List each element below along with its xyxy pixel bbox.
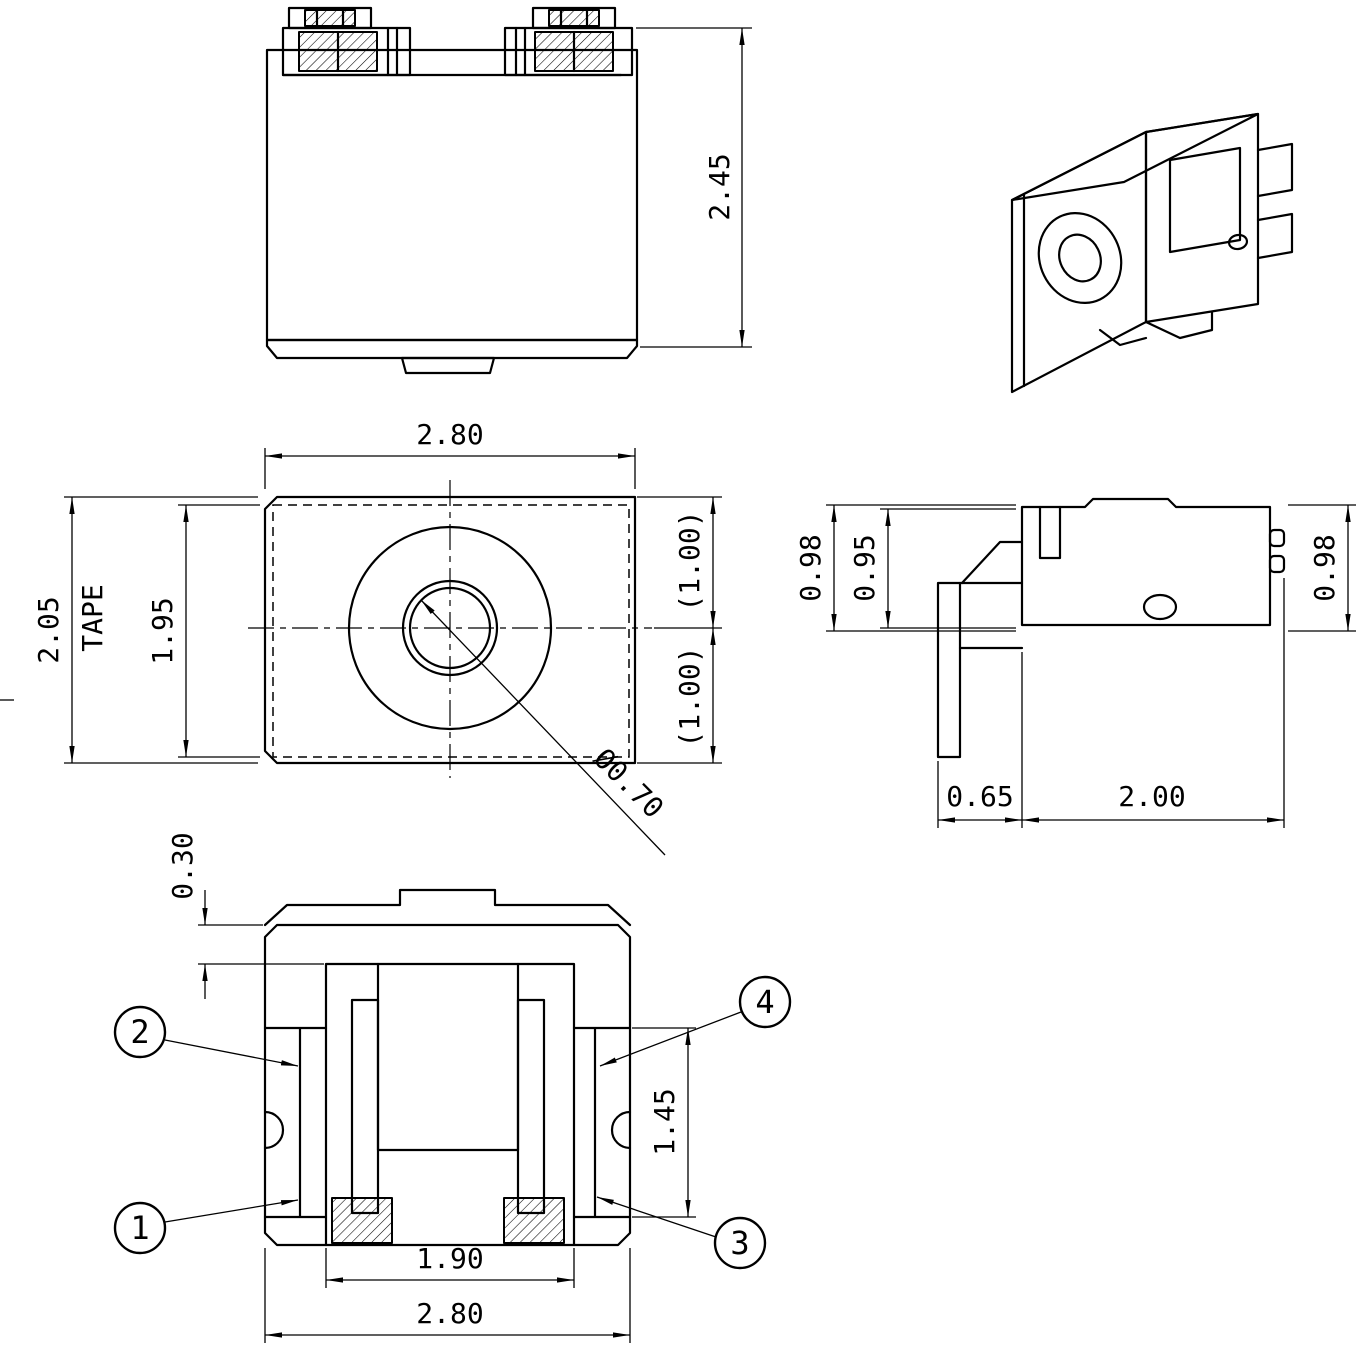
side-flange [958,581,1024,650]
callout-2-number: 2 [130,1013,149,1051]
side-right-clip-lower [1268,554,1286,574]
dim-side-depth: 2.00 [1022,578,1285,828]
side-height-inner-value: 0.95 [848,534,881,601]
bottom-cavity [324,962,576,1247]
front-base-plate [265,338,639,360]
iso-side-dimple [1227,233,1249,251]
bottom-terminal-pad-left [331,1197,393,1244]
front-right-tab [503,6,634,77]
iso-bottom-hook-left [1098,328,1148,347]
view-front: 2.45 [265,6,752,375]
plan-upper-half-value: (1.00) [673,510,706,611]
iso-side-panel [1168,146,1242,254]
bottom-width-value: 2.80 [416,1297,483,1330]
view-side: 0.98 0.95 0.98 0.65 2.00 [794,497,1356,828]
dim-front-height: 2.45 [636,27,752,348]
iso-top-face [1010,112,1260,202]
iso-front-boss [1037,211,1123,305]
side-clip-slant [960,540,1024,585]
side-tape-offset-value: 0.65 [946,780,1013,813]
iso-front-hole [1058,233,1102,283]
side-tape [936,581,962,759]
bottom-notch-left [263,1110,285,1150]
callout-4: 4 [599,975,792,1067]
bottom-flange [263,888,632,927]
side-depth-value: 2.00 [1118,780,1185,813]
iso-back-clip-upper [1256,142,1294,198]
dim-side-tape-offset: 0.65 [937,652,1023,828]
callout-1-number: 1 [130,1209,149,1247]
bottom-outline [263,923,632,1247]
plan-width-value: 2.80 [416,418,483,451]
side-body-outline [1020,497,1272,627]
view-plan: 2.80 2.05 TAPE 1.95 (1.00) (1.00) Ø0.70 [32,418,722,856]
dim-plan-width: 2.80 [264,418,636,489]
dim-side-height-inner: 0.95 [848,508,1016,629]
dim-side-height-right: 0.98 [1288,504,1356,632]
dim-bottom-width: 2.80 [264,1248,631,1343]
front-body-outline [265,48,639,342]
callout-2: 2 [113,1005,299,1067]
front-stem [400,356,496,375]
bottom-wall-value: 0.30 [166,832,199,899]
dim-bottom-inner-width: 1.90 [325,1242,575,1288]
iso-back-clip-lower [1256,212,1294,260]
dim-plan-half-widths: (1.00) (1.00) [637,496,722,764]
dim-bottom-wall: 0.30 [166,832,324,999]
side-height-left-value: 0.98 [794,534,827,601]
bottom-window-right [572,1026,632,1219]
view-isometric [1010,112,1294,394]
iso-side-face [1144,112,1260,324]
tape-label: TAPE [76,584,109,651]
side-height-right-value: 0.98 [1308,534,1341,601]
plan-pocket-hidden-line [272,504,630,758]
plan-tape-width-value: 2.05 [32,596,65,663]
plan-body-width-value: 1.95 [146,597,179,664]
bottom-slot-left [350,998,380,1215]
bottom-inner-width-value: 1.90 [416,1242,483,1275]
callout-3-number: 3 [730,1224,749,1262]
dim-bottom-contact-span: 1.45 [632,1027,696,1218]
dim-side-height-left: 0.98 [794,504,1016,632]
bottom-terminal-pad-right [503,1197,565,1244]
bottom-window-left [263,1026,328,1219]
bottom-contact-span-value: 1.45 [648,1088,681,1155]
view-bottom: 2 1 4 3 0.30 1.45 [113,832,792,1343]
side-bottom-hole [1142,593,1178,621]
callout-1: 1 [113,1199,299,1255]
front-left-tab [281,6,412,77]
dim-plan-body-width: 1.95 [146,504,260,758]
iso-bottom-hook-right [1144,310,1214,340]
bottom-slot-right [516,998,546,1215]
dim-hole-diameter: Ø0.70 [420,599,670,856]
iso-front-face [1010,130,1148,394]
side-right-clip-upper [1268,528,1286,548]
callout-3: 3 [596,1196,767,1270]
plan-tape-outline [263,495,637,765]
plan-centerlines [248,480,652,778]
side-clip-slot [1038,505,1062,560]
bottom-notch-right [610,1110,632,1150]
bottom-center-block [376,962,520,1152]
front-height-value: 2.45 [703,153,736,220]
callout-4-number: 4 [755,983,774,1021]
plan-lower-half-value: (1.00) [673,646,706,747]
dim-plan-tape-width: 2.05 [32,496,258,764]
